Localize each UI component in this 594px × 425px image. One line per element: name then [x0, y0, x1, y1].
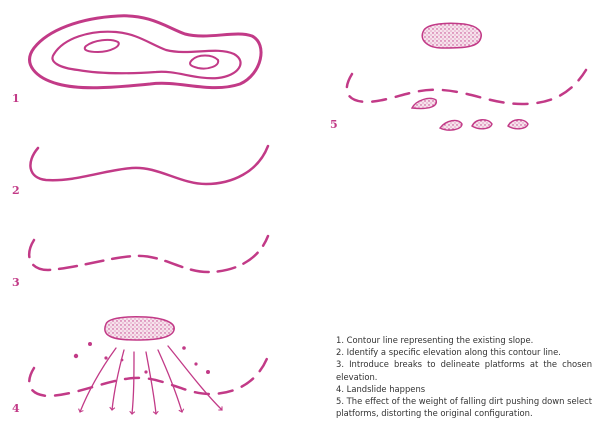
- step-captions: 1. Contour line representing the existin…: [336, 334, 592, 419]
- debris-particle: [194, 362, 197, 365]
- pushed-platform: [440, 121, 462, 131]
- pushed-platform: [508, 120, 528, 129]
- debris-particles: [74, 342, 210, 374]
- debris-particle: [74, 354, 78, 358]
- step-number-2: 2: [12, 184, 20, 197]
- landslide-scene: [29, 317, 268, 414]
- debris-particle: [182, 346, 186, 350]
- debris-arrow: [146, 352, 156, 414]
- caption-step-2: 2. Identify a specific elevation along t…: [336, 346, 592, 358]
- debris-particle: [144, 370, 147, 373]
- falling-dirt-mass: [105, 317, 174, 340]
- debris-arrow: [132, 352, 134, 414]
- distorted-contour-line: [347, 70, 586, 104]
- pushed-platform: [412, 98, 436, 108]
- step-number-5: 5: [330, 118, 338, 131]
- debris-arrows: [80, 346, 222, 414]
- contour-peak-left: [85, 40, 119, 52]
- pushed-platform: [472, 120, 492, 129]
- debris-particle: [121, 359, 124, 362]
- step-number-3: 3: [12, 276, 20, 289]
- caption-step-4: 4. Landslide happens: [336, 383, 592, 395]
- contour-middle: [52, 32, 240, 79]
- debris-particle: [206, 370, 210, 374]
- debris-arrow: [168, 346, 222, 410]
- settled-dirt-mass: [422, 23, 481, 48]
- step-number-1: 1: [12, 92, 20, 105]
- distortion-scene: [347, 23, 586, 130]
- caption-step-1: 1. Contour line representing the existin…: [336, 334, 592, 346]
- caption-step-3: 3. Introduce breaks to delineate platfor…: [336, 358, 592, 382]
- debris-arrow: [80, 348, 116, 412]
- elevation-line: [30, 146, 268, 184]
- contour-map: [30, 16, 261, 88]
- contour-peak-right: [190, 56, 218, 69]
- step-number-4: 4: [12, 402, 20, 415]
- caption-step-5: 5. The effect of the weight of falling d…: [336, 395, 592, 419]
- platform-breaks-line: [29, 236, 268, 272]
- broken-contour-line: [29, 356, 268, 396]
- debris-particle: [88, 342, 92, 346]
- debris-particle: [104, 356, 107, 359]
